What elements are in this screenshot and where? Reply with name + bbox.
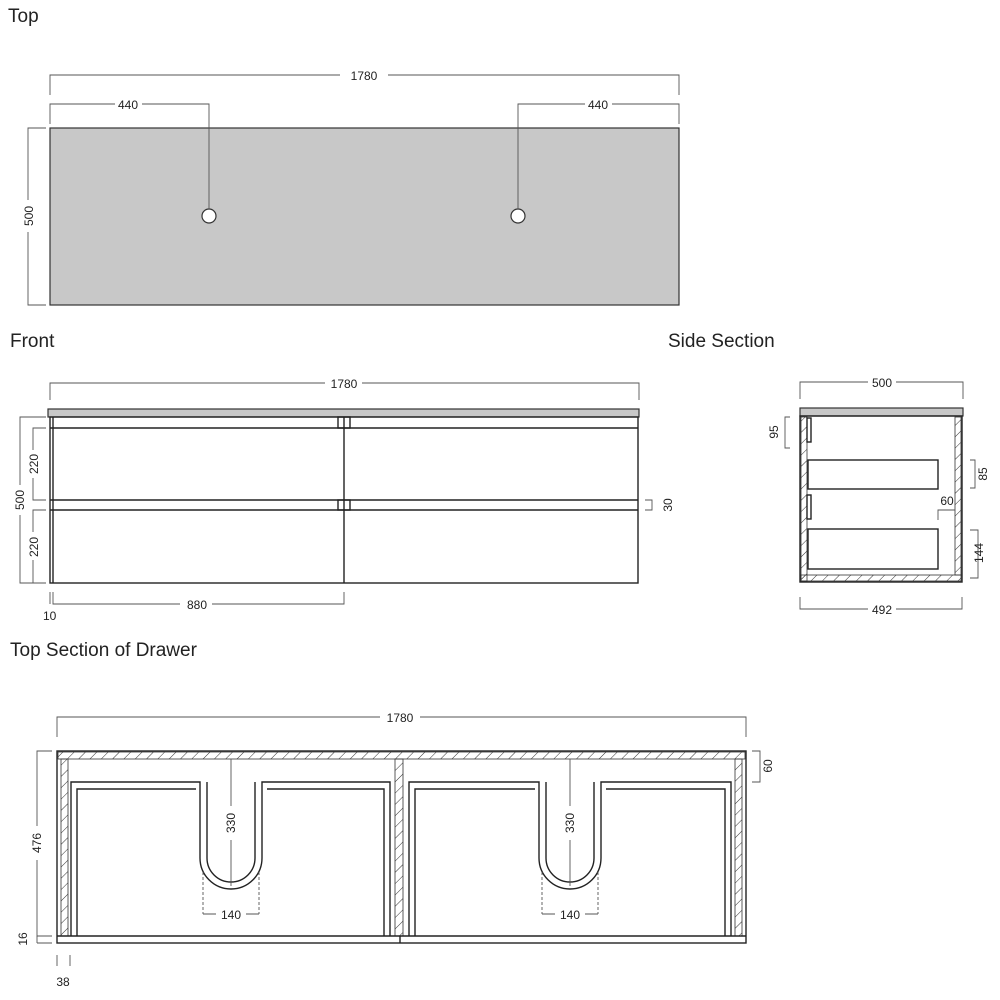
gap-label: 30 xyxy=(661,498,675,512)
back-thickness-label: 16 xyxy=(16,932,30,946)
drawer-outer xyxy=(56,750,747,944)
countertop-edge xyxy=(799,407,964,417)
tap-hole-right xyxy=(510,208,526,224)
front-view: Front 1780 500 220 220 30 880 10 xyxy=(10,331,675,623)
side-offset-label: 10 xyxy=(43,609,57,623)
drawer-section-width-label: 1780 xyxy=(387,711,414,725)
top-rail-label: 95 xyxy=(767,425,781,439)
side-wall-hatch xyxy=(60,758,69,937)
dimension-line xyxy=(49,382,640,400)
dimension-line xyxy=(32,427,46,501)
cabinet-body xyxy=(799,415,963,583)
right-cutout-width-label: 140 xyxy=(560,908,580,922)
body-depth-label: 492 xyxy=(872,603,892,617)
centre-wall-hatch xyxy=(394,758,404,937)
dimension-line xyxy=(645,499,653,511)
dimension-line xyxy=(202,872,260,914)
side-section-title: Side Section xyxy=(668,331,775,352)
countertop-edge xyxy=(47,408,640,418)
top-view-title: Top xyxy=(8,6,39,27)
countertop-surface xyxy=(49,127,680,306)
top-width-label: 1780 xyxy=(351,69,378,83)
dimension-line xyxy=(49,103,210,209)
front-height-label: 500 xyxy=(13,490,27,510)
front-view-title: Front xyxy=(10,331,55,352)
right-drawer-inner xyxy=(414,788,726,936)
dimension-line xyxy=(970,529,979,579)
dimension-line xyxy=(27,127,46,306)
top-depth-label: 500 xyxy=(22,206,36,226)
side-section-view: Side Section 500 95 85 60 144 492 xyxy=(668,331,990,617)
left-cutout-depth-label: 330 xyxy=(224,813,238,833)
dimension-line xyxy=(49,74,680,95)
left-drawer-box xyxy=(70,781,391,936)
upper-drawer-height-label: 220 xyxy=(27,454,41,474)
front-width-label: 1780 xyxy=(331,377,358,391)
upper-drawer-label: 85 xyxy=(976,467,990,481)
dimension-line xyxy=(56,716,747,737)
handle-recess xyxy=(337,499,351,511)
drawer-section-title: Top Section of Drawer xyxy=(10,640,198,661)
rail xyxy=(806,494,812,520)
top-view: Top 1780 440 440 500 xyxy=(8,6,680,306)
handle-recess xyxy=(337,416,351,429)
dimension-line xyxy=(784,416,790,449)
left-drawer-inner xyxy=(76,788,385,936)
side-offset-label: 38 xyxy=(56,975,70,989)
side-wall-hatch xyxy=(734,758,743,937)
base-hatch xyxy=(800,574,962,582)
drawer-width-label: 880 xyxy=(187,598,207,612)
drawer-depth-label: 476 xyxy=(30,833,44,853)
dimension-line xyxy=(970,459,976,489)
back-wall-hatch xyxy=(954,416,962,576)
dimension-line xyxy=(799,381,964,399)
dimension-line xyxy=(56,955,71,966)
tap-hole-left xyxy=(201,208,217,224)
dimension-line xyxy=(36,936,52,944)
side-top-depth-label: 500 xyxy=(872,376,892,390)
dimension-line xyxy=(752,750,761,783)
left-hole-offset-label: 440 xyxy=(118,98,138,112)
lower-drawer-box xyxy=(807,528,939,570)
dimension-line xyxy=(541,872,599,914)
front-thickness-label: 60 xyxy=(761,759,775,773)
front-wall-hatch xyxy=(800,416,808,582)
right-hole-offset-label: 440 xyxy=(588,98,608,112)
lower-drawer-label: 144 xyxy=(972,543,986,563)
dimension-line xyxy=(937,509,955,520)
drawer-section-view: Top Section of Drawer 1780 330 330 140 1… xyxy=(10,640,775,989)
front-panel-hatch xyxy=(57,751,746,760)
dimension-line xyxy=(32,509,46,584)
dimension-line xyxy=(49,592,345,605)
dimension-line xyxy=(799,597,963,610)
rail xyxy=(806,417,812,443)
dimension-line xyxy=(517,103,680,209)
left-cutout-width-label: 140 xyxy=(221,908,241,922)
gap-label: 60 xyxy=(940,494,954,508)
lower-drawer-height-label: 220 xyxy=(27,537,41,557)
upper-drawer-box xyxy=(807,459,939,490)
right-cutout-depth-label: 330 xyxy=(563,813,577,833)
right-drawer-box xyxy=(408,781,732,936)
